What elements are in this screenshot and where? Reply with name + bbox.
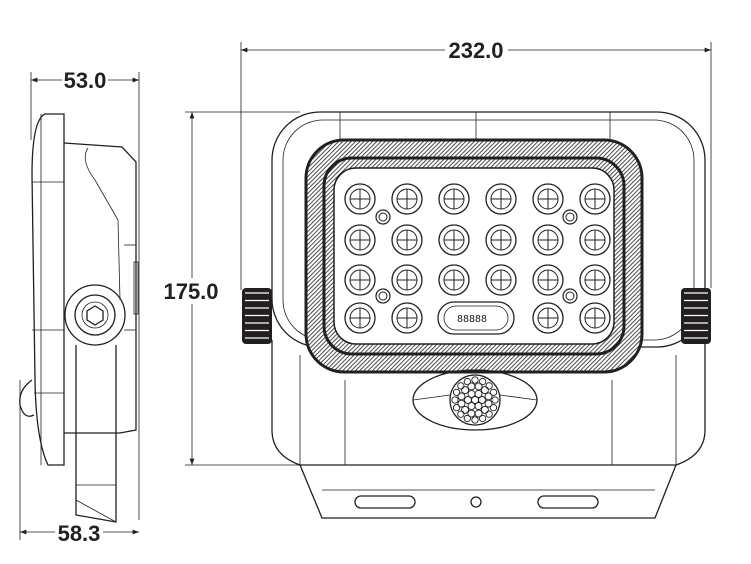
motion-sensor — [412, 369, 538, 431]
height-label: 175.0 — [163, 279, 218, 304]
indicator-dot — [562, 209, 578, 225]
led-lens — [438, 224, 470, 256]
indicator-dot — [375, 209, 391, 225]
front-view: 88888 — [242, 111, 711, 519]
led-lens — [438, 183, 470, 215]
side-view — [19, 113, 139, 523]
led-lens — [579, 264, 611, 296]
led-lens — [579, 302, 611, 334]
dimension-side-bottom: 58.3 — [19, 380, 139, 546]
led-lens — [391, 224, 423, 256]
mounting-slot-right — [537, 495, 599, 509]
led-lens — [485, 224, 517, 256]
led-lens — [532, 183, 564, 215]
led-lens — [391, 264, 423, 296]
led-lens — [344, 264, 376, 296]
mounting-slot-left — [354, 495, 416, 509]
side-bottom-label: 58.3 — [58, 521, 101, 546]
led-lens — [485, 183, 517, 215]
led-lens — [532, 264, 564, 296]
led-lens — [438, 264, 470, 296]
led-lens — [579, 183, 611, 215]
led-lens — [344, 302, 376, 334]
led-lens — [532, 224, 564, 256]
dimension-width: 232.0 — [240, 38, 712, 290]
indicator-dot — [375, 288, 391, 304]
knob-right — [681, 288, 711, 344]
led-lens — [579, 224, 611, 256]
led-lens — [344, 224, 376, 256]
led-lens — [391, 302, 423, 334]
indicator-dot — [562, 288, 578, 304]
dimension-side-top: 53.0 — [30, 68, 140, 520]
slot-marking: 88888 — [457, 314, 487, 325]
led-lens — [532, 302, 564, 334]
dimension-height: 175.0 — [162, 111, 300, 466]
led-lens — [485, 264, 517, 296]
mounting-hole — [470, 496, 482, 508]
knob-left — [242, 288, 272, 344]
led-slot — [437, 301, 515, 335]
width-label: 232.0 — [448, 38, 503, 63]
led-array — [344, 183, 611, 334]
led-lens — [391, 183, 423, 215]
led-lens — [344, 183, 376, 215]
side-top-label: 53.0 — [64, 68, 107, 93]
